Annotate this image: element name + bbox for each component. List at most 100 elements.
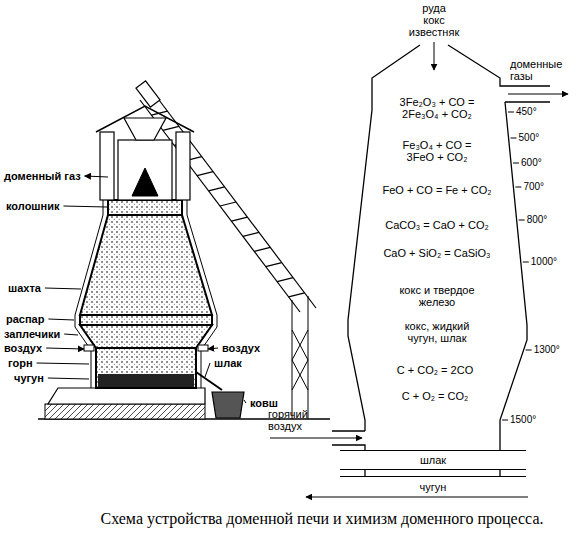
label-holder: 500° [519, 132, 540, 144]
leader-line [64, 334, 78, 335]
gas-arrow [508, 94, 568, 95]
flow-arrow [208, 348, 218, 349]
part-label: доменные газы [510, 58, 574, 82]
leader-line [63, 206, 107, 207]
label-holder: воздух [4, 342, 42, 354]
label-holder: 800° [527, 214, 548, 226]
ladle [212, 392, 244, 418]
right-furnace-profile [270, 42, 568, 497]
tick-mark [519, 220, 525, 221]
label-holder: доменные газы [510, 58, 574, 82]
temperature-label: 500° [519, 132, 540, 144]
reaction-formula: Fe₃O₄ + CO = 3FeO + CO₂ [391, 139, 483, 163]
leader-lines [37, 176, 246, 403]
label-holder: 3Fe₂O₃ + CO = 2Fe₃O₄ + CO₂ [385, 96, 489, 120]
part-label: горн [8, 357, 33, 369]
bell-housing [118, 140, 172, 200]
caption-holder: Схема устройства доменной печи и химизм … [100, 510, 543, 528]
band-label: шлак [420, 454, 446, 466]
part-label: колошник [6, 200, 59, 212]
flow-arrow [85, 176, 108, 177]
part-label: известняк [409, 26, 459, 38]
gas-uptake [100, 132, 114, 200]
label-holder: C + O₂ = CO₂ [402, 390, 469, 402]
reaction-formula: CaO + SiO₂ = CaSiO₃ [383, 247, 490, 259]
tick-mark [526, 350, 532, 351]
label-holder: ковш [250, 397, 278, 409]
band: шлак [340, 450, 526, 470]
platform [48, 388, 205, 404]
label-holder: 1000° [531, 256, 557, 268]
part-label: заплечики [4, 328, 60, 340]
molten-iron [98, 374, 194, 387]
incline-trestle [292, 296, 308, 419]
throat [108, 200, 182, 215]
leader-line [244, 400, 246, 403]
zone-label: кокс и твердое железо [391, 284, 483, 308]
tuyere [198, 345, 208, 351]
leader-line [48, 378, 89, 379]
flow-arrow [46, 348, 84, 349]
part-label: руда [422, 2, 446, 14]
tuyere [84, 345, 94, 351]
left-furnace [38, 81, 330, 419]
gas-uptake [176, 132, 190, 200]
tuyere-pipe [332, 431, 365, 450]
tick-mark [513, 163, 519, 164]
temperature-label: 800° [527, 214, 548, 226]
zone-label: кокс, жидкий чугун, шлак [389, 320, 485, 344]
label-holder: доменный газ [4, 170, 81, 182]
leader-line [48, 319, 74, 320]
caption: Схема устройства доменной печи и химизм … [100, 510, 543, 528]
label-holder: 1300° [534, 344, 560, 356]
tick-mark [502, 420, 508, 421]
charge-arrow [434, 42, 435, 70]
label-holder: кокс, жидкий чугун, шлак [389, 320, 485, 344]
hearth [96, 348, 196, 388]
label-holder: колошник [6, 200, 59, 212]
label-holder: воздух [222, 342, 260, 354]
furnace-wall [500, 102, 527, 450]
part-label: шлак [214, 357, 242, 369]
label-holder: Fe₃O₄ + CO = 3FeO + CO₂ [391, 139, 483, 163]
label-holder: CaO + SiO₂ = CaSiO₃ [383, 247, 490, 259]
reaction-formula: C + O₂ = CO₂ [402, 390, 469, 402]
temperature-label: 1000° [531, 256, 557, 268]
label-holder: 1500° [510, 414, 536, 426]
furnace-casing [75, 200, 217, 388]
label-holder: CaCO₃ = CaO + CO₂ [385, 219, 489, 231]
part-label: чугун [14, 372, 44, 384]
part-label: шахта [8, 282, 41, 294]
temperature-label: 1300° [534, 344, 560, 356]
tick-mark [515, 187, 521, 188]
tick-mark [508, 112, 514, 113]
label-holder: заплечики [4, 328, 60, 340]
reaction-formula: C + CO₂ = 2CO [397, 364, 473, 376]
part-label: воздух [222, 342, 260, 354]
tick-mark [511, 138, 517, 139]
reaction-formula: 3Fe₂O₃ + CO = 2Fe₃O₄ + CO₂ [385, 96, 489, 120]
reaction-formula: FeO + CO = Fe + CO₂ [382, 184, 491, 196]
label-holder: распар [6, 313, 44, 325]
part-label: доменный газ [4, 170, 81, 182]
temperature-label: 450° [516, 106, 537, 118]
leader-line [205, 363, 210, 377]
bosh [80, 325, 212, 348]
label-holder: 600° [521, 157, 542, 169]
slag-runner [196, 372, 222, 390]
part-label: воздух [4, 342, 42, 354]
label-holder: шахта [8, 282, 41, 294]
temperature-label: 1500° [510, 414, 536, 426]
receiving-hopper [124, 118, 166, 140]
reaction-formula: CaCO₃ = CaO + CO₂ [385, 219, 489, 231]
part-label: кокс [423, 14, 445, 26]
shaft [80, 215, 212, 315]
label-holder: чугун [14, 372, 44, 384]
label-holder: шлак [214, 357, 242, 369]
label-holder: известняк [409, 26, 459, 38]
temperature-label: 700° [523, 181, 544, 193]
label-holder: 450° [516, 106, 537, 118]
